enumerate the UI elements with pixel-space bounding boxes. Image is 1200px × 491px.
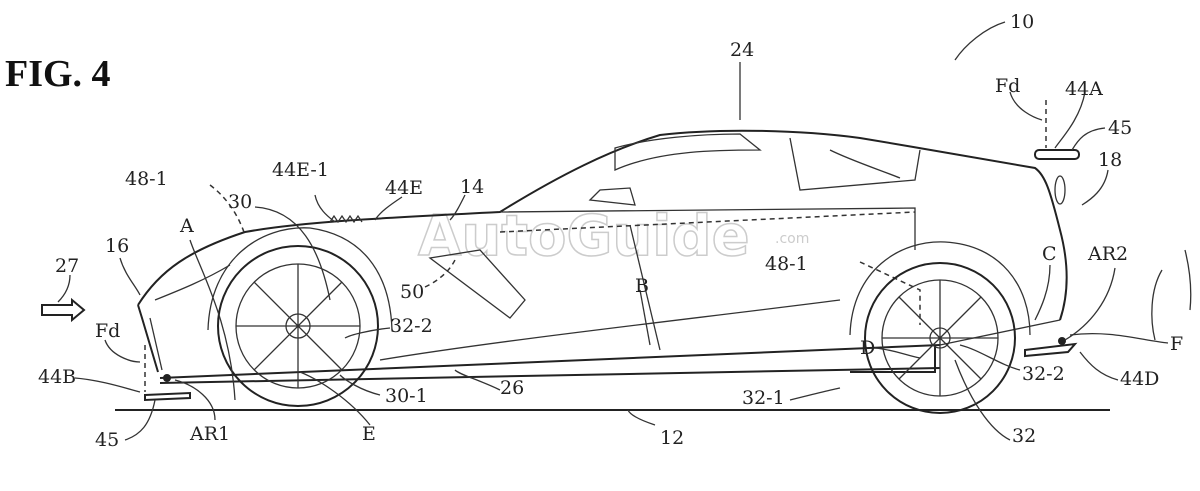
label-b: B bbox=[635, 275, 649, 297]
aero-devices bbox=[41, 149, 1192, 402]
label-32: 32 bbox=[1012, 425, 1036, 447]
label-50: 50 bbox=[400, 281, 424, 303]
front-wheel bbox=[207, 227, 393, 407]
label-44e: 44E bbox=[385, 177, 423, 199]
label-a: A bbox=[179, 215, 194, 237]
label-f: F bbox=[1170, 333, 1183, 355]
label-44d: 44D bbox=[1120, 368, 1159, 390]
label-45-rear: 45 bbox=[1108, 117, 1132, 139]
label-ar2: AR2 bbox=[1087, 243, 1128, 265]
label-c: C bbox=[1042, 243, 1057, 265]
label-48-1-rear: 48-1 bbox=[765, 253, 808, 275]
label-27: 27 bbox=[55, 255, 79, 277]
label-32-2-front: 32-2 bbox=[390, 315, 433, 337]
label-44a: 44A bbox=[1065, 78, 1103, 100]
figure-title: FIG. 4 bbox=[5, 53, 111, 95]
label-e: E bbox=[362, 423, 376, 445]
label-45-front: 45 bbox=[95, 429, 119, 451]
label-32-1: 32-1 bbox=[742, 387, 785, 409]
label-44e-1: 44E-1 bbox=[272, 159, 329, 181]
label-18: 18 bbox=[1098, 149, 1122, 171]
label-44b: 44B bbox=[38, 366, 76, 388]
label-10: 10 bbox=[1010, 11, 1034, 33]
label-ar1: AR1 bbox=[189, 423, 230, 445]
label-24: 24 bbox=[730, 39, 754, 61]
car-body bbox=[137, 129, 1068, 384]
label-fd-rear: Fd bbox=[995, 75, 1020, 97]
rear-wheel bbox=[849, 241, 1031, 414]
label-16: 16 bbox=[105, 235, 129, 257]
leader-lines bbox=[57, 21, 1169, 441]
label-30-1: 30-1 bbox=[385, 385, 428, 407]
label-fd-front: Fd bbox=[95, 320, 120, 342]
label-48-1-front: 48-1 bbox=[125, 168, 168, 190]
label-14: 14 bbox=[460, 176, 484, 198]
label-32-2-rear: 32-2 bbox=[1022, 363, 1065, 385]
label-12: 12 bbox=[660, 427, 684, 449]
label-30: 30 bbox=[228, 191, 252, 213]
label-26: 26 bbox=[500, 377, 524, 399]
watermark-suffix: .com bbox=[775, 231, 809, 247]
label-d: D bbox=[860, 337, 875, 359]
